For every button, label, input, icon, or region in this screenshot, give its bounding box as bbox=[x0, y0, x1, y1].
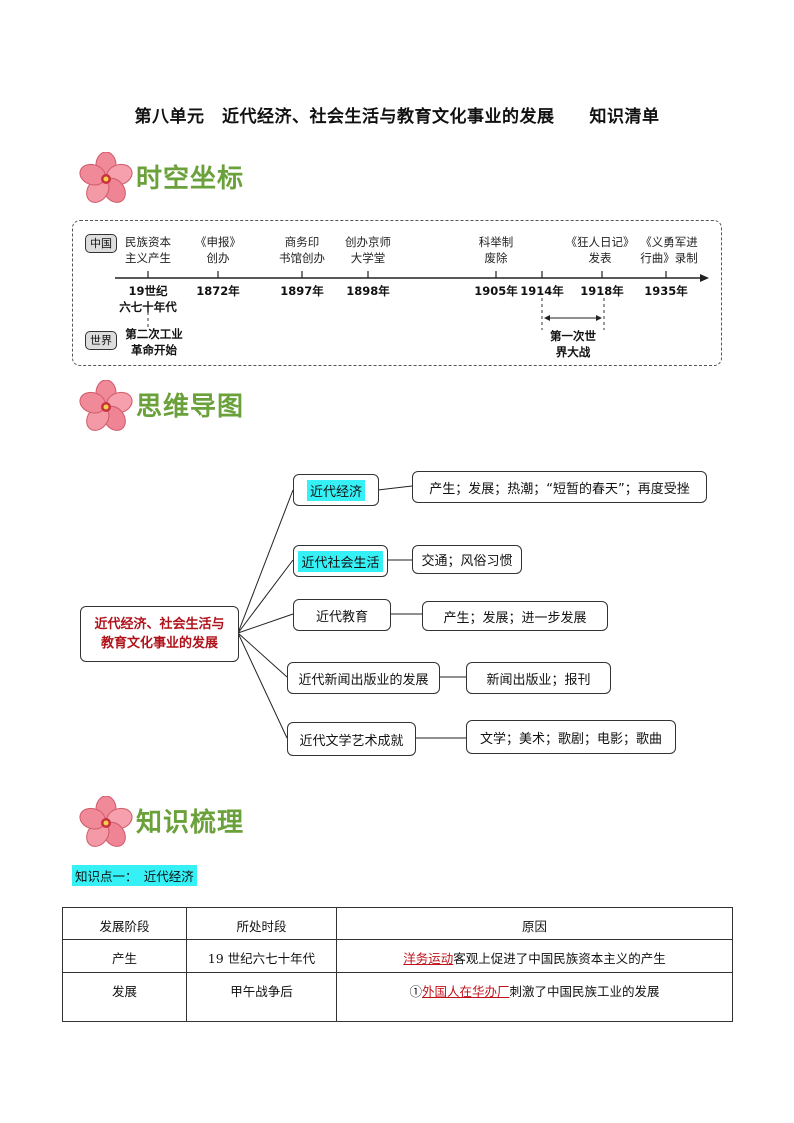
timeline-year: 1905年 bbox=[474, 284, 518, 298]
table-cell-stage: 发展 bbox=[62, 972, 187, 1022]
timeline-year: 1935年 bbox=[644, 284, 688, 298]
key-term: 洋务运动 bbox=[403, 951, 454, 966]
mindmap-detail-label: 文学；美术；歌剧；电影；歌曲 bbox=[479, 731, 662, 747]
timeline-event: 创办京师 大学堂 bbox=[345, 235, 391, 265]
timeline-year: 1898年 bbox=[346, 284, 390, 298]
table-row: 产生 19 世纪六七十年代 洋务运动客观上促进了中国民族资本主义的产生 bbox=[62, 939, 733, 973]
mindmap-branch-press: 近代新闻出版业的发展 bbox=[287, 662, 440, 694]
mindmap-detail: 产生；发展；进一步发展 bbox=[422, 601, 608, 631]
section-title: 思维导图 bbox=[136, 392, 245, 422]
timeline-event: 《申报》 创办 bbox=[195, 235, 241, 265]
mindmap-root: 近代经济、社会生活与 教育文化事业的发展 bbox=[80, 606, 239, 662]
flower-icon bbox=[79, 152, 133, 203]
flower-icon bbox=[79, 380, 133, 431]
mindmap-branch-economy: 近代经济 bbox=[293, 474, 379, 506]
timeline-year: 1897年 bbox=[280, 284, 324, 298]
timeline-year: 1872年 bbox=[196, 284, 240, 298]
timeline-year: 1914年 bbox=[520, 284, 564, 298]
timeline-event: 商务印 书馆创办 bbox=[279, 235, 325, 265]
knowledge-point-label: 知识点一： 近代经济 bbox=[72, 865, 197, 886]
mindmap-branch-label: 近代文学艺术成就 bbox=[299, 733, 404, 749]
timeline-axis bbox=[115, 271, 709, 330]
mindmap-detail: 产生；发展；热潮；“短暂的春天”；再度受挫 bbox=[412, 471, 707, 503]
section-title: 知识梳理 bbox=[136, 808, 245, 838]
table-cell-stage: 产生 bbox=[62, 939, 187, 973]
mindmap-branch-arts: 近代文学艺术成就 bbox=[287, 722, 416, 756]
key-term: 外国人在华办厂 bbox=[421, 984, 510, 999]
mindmap-branch-education: 近代教育 bbox=[293, 599, 391, 631]
reason-text: 客观上促进了中国民族资本主义的产生 bbox=[453, 951, 666, 966]
mindmap-detail: 交通；风俗习惯 bbox=[412, 545, 522, 574]
world-event: 第二次工业 革命开始 bbox=[125, 327, 183, 357]
world-tag: 世界 bbox=[85, 331, 117, 350]
mindmap-detail: 新闻出版业；报刊 bbox=[466, 662, 611, 694]
mindmap-detail: 文学；美术；歌剧；电影；歌曲 bbox=[466, 720, 676, 754]
world-event: 第一次世 界大战 bbox=[550, 329, 596, 359]
table-header: 发展阶段 bbox=[62, 907, 187, 940]
document-title: 第八单元 近代经济、社会生活与教育文化事业的发展 知识清单 bbox=[134, 107, 660, 127]
reason-text: 刺激了中国民族工业的发展 bbox=[509, 984, 660, 999]
timeline-event: 《义勇军进 行曲》录制 bbox=[640, 235, 698, 265]
mindmap-root-label: 近代经济、社会生活与 教育文化事业的发展 bbox=[94, 617, 225, 651]
table-header-row: 发展阶段 所处时段 原因 bbox=[62, 907, 733, 940]
timeline-event: 科举制 废除 bbox=[478, 235, 514, 265]
timeline-year: 1918年 bbox=[580, 284, 624, 298]
flower-icon bbox=[79, 796, 133, 847]
mindmap-branch-label: 近代教育 bbox=[315, 609, 368, 625]
table-header: 所处时段 bbox=[186, 907, 337, 940]
table-row: 发展 甲午战争后 ①外国人在华办厂刺激了中国民族工业的发展 bbox=[62, 972, 733, 1022]
section-title: 时空坐标 bbox=[136, 164, 245, 194]
table-cell-reason: ①外国人在华办厂刺激了中国民族工业的发展 bbox=[336, 972, 733, 1022]
mindmap-detail-label: 产生；发展；进一步发展 bbox=[443, 610, 587, 626]
table-header: 原因 bbox=[336, 907, 733, 940]
timeline-year: 19世纪 六七十年代 bbox=[119, 284, 177, 314]
timeline-event: 《狂人日记》 发表 bbox=[565, 235, 635, 265]
table-cell-reason: 洋务运动客观上促进了中国民族资本主义的产生 bbox=[336, 939, 733, 973]
mindmap-branch-label: 近代社会生活 bbox=[298, 550, 383, 572]
table-cell-period: 甲午战争后 bbox=[186, 972, 337, 1022]
mindmap-detail-label: 新闻出版业；报刊 bbox=[486, 672, 591, 688]
china-tag: 中国 bbox=[85, 234, 117, 253]
table-cell-period: 19 世纪六七十年代 bbox=[186, 939, 337, 973]
mindmap-detail-label: 产生；发展；热潮；“短暂的春天”；再度受挫 bbox=[429, 481, 690, 497]
timeline-box bbox=[72, 220, 722, 366]
mindmap-branch-label: 近代新闻出版业的发展 bbox=[298, 672, 429, 688]
mindmap-detail-label: 交通；风俗习惯 bbox=[421, 554, 513, 569]
mindmap-branch-label: 近代经济 bbox=[306, 479, 365, 501]
list-marker: ① bbox=[409, 984, 422, 999]
timeline-event: 民族资本 主义产生 bbox=[125, 235, 171, 265]
mindmap-branch-social-life: 近代社会生活 bbox=[293, 545, 388, 577]
mindmap-connectors bbox=[237, 485, 466, 739]
knowledge-table: 发展阶段 所处时段 原因 产生 19 世纪六七十年代 洋务运动客观上促进了中国民… bbox=[62, 907, 733, 1022]
